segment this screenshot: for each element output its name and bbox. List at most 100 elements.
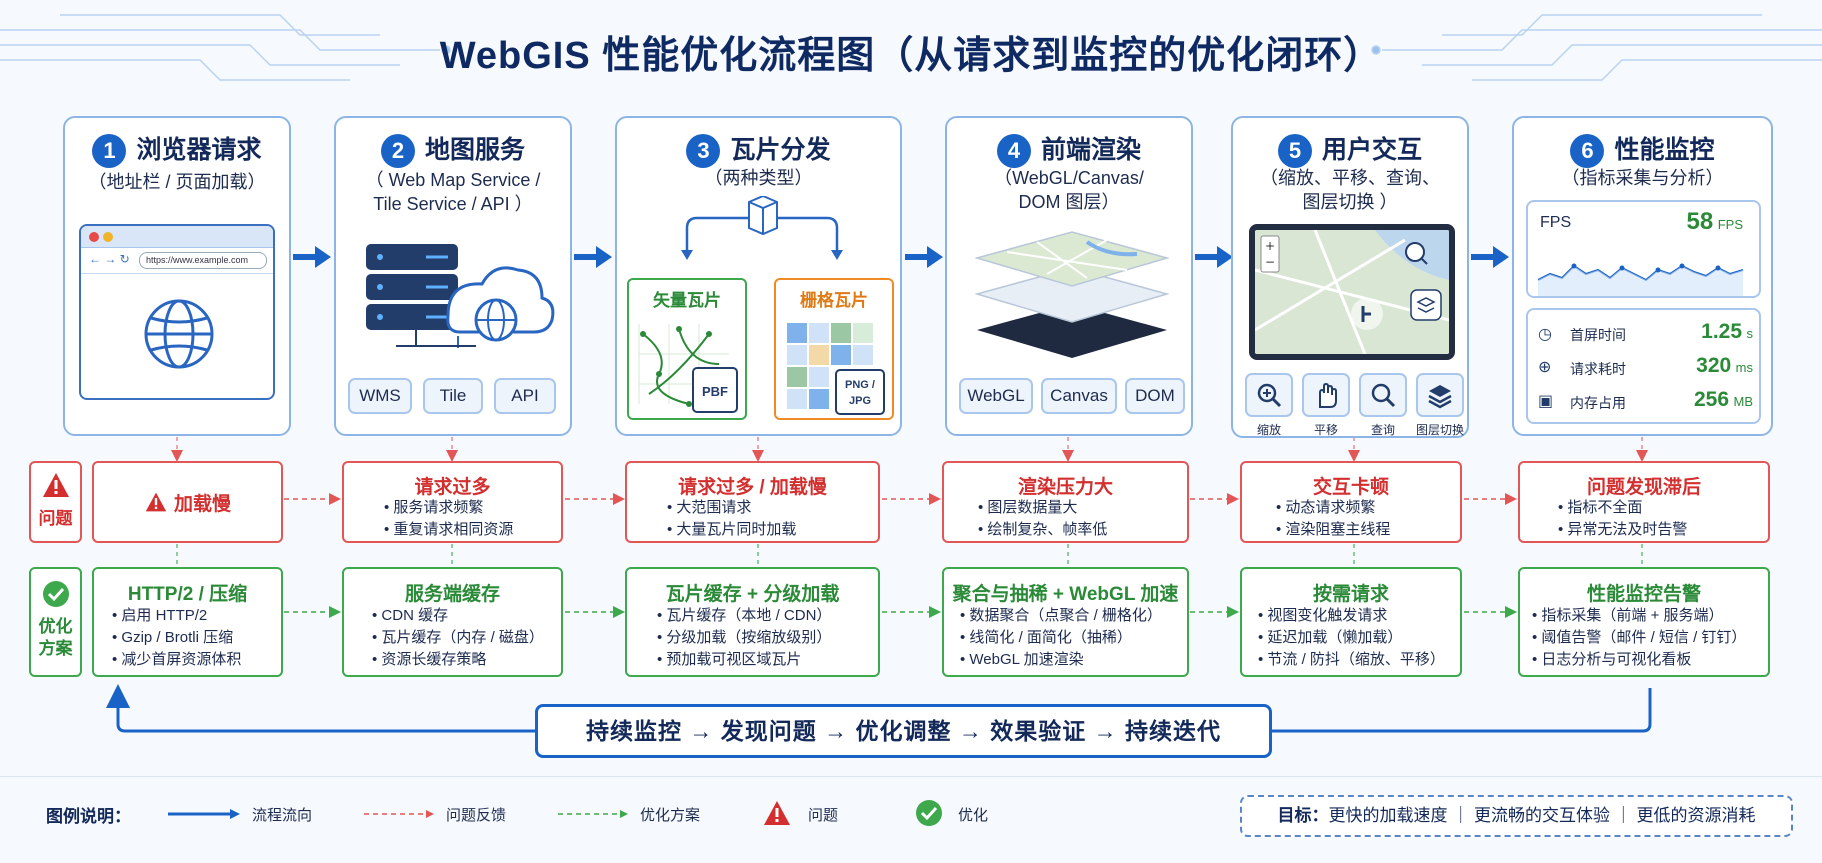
problem-box-2: 请求过多 服务请求频繁 重复请求相同资源 — [342, 461, 563, 543]
stage-subtitle: DOM 图层） — [1018, 192, 1120, 212]
solution-list: 瓦片缓存（本地 / CDN） 分级加载（按缩放级别） 预加载可视区域瓦片 — [657, 605, 831, 671]
tool-label-layers: 图层切换 — [1415, 423, 1464, 437]
problem-title: 加载慢 — [94, 489, 281, 516]
pbf-badge: PBF — [702, 384, 728, 399]
solution-list: CDN 缓存 瓦片缓存（内存 / 磁盘） 资源长缓存策略 — [372, 605, 544, 671]
vector-tile-card: 矢量瓦片 PBF — [627, 278, 747, 420]
circuit-decoration-right — [1371, 14, 1822, 81]
legend-solution-label: 优化方案 — [640, 807, 701, 824]
step-number: 2 — [380, 134, 415, 169]
split-arrow-icon — [681, 196, 843, 260]
problem-title: 渲染压力大 — [1017, 477, 1113, 498]
problem-box-6: 问题发现滞后 指标不全面 异常无法及时告警 — [1518, 461, 1770, 543]
step-number: 6 — [1570, 134, 1605, 169]
tag-tile: Tile — [423, 378, 483, 414]
address-bar: https://www.example.com — [139, 252, 267, 269]
list-item: 延迟加载（懒加载） — [1258, 627, 1445, 649]
list-item: 大量瓦片同时加载 — [667, 519, 796, 541]
legend-optimize-label: 优化 — [958, 807, 989, 824]
layers-icon — [1428, 385, 1452, 409]
stage-subtitle: （ Web Map Service / — [365, 170, 541, 190]
tool-zoom — [1245, 373, 1293, 417]
tablet-map-illustration: + − — [1249, 224, 1455, 360]
problem-box-5: 交互卡顿 动态请求频繁 渲染阻塞主线程 — [1240, 461, 1462, 543]
list-item: 绘制复杂、帧率低 — [978, 519, 1107, 541]
solution-box-5: 按需请求 视图变化触发请求 延迟加载（懒加载） 节流 / 防抖（缩放、平移） — [1240, 567, 1462, 677]
raster-tile-icon: PNG / JPG — [785, 321, 885, 415]
memory-icon: ▣ — [1538, 393, 1554, 410]
list-item: 节流 / 防抖（缩放、平移） — [1258, 649, 1445, 671]
goal-box: 目标：更快的加载速度 ｜ 更流畅的交互体验 ｜ 更低的资源消耗 — [1240, 795, 1793, 837]
legend-solution-arrow — [558, 810, 628, 818]
metrics-panel: ◷ 首屏时间 1.25 s ⊕ 请求耗时 320 ms ▣ 内存占用 256 M… — [1526, 308, 1761, 424]
solution-list: 启用 HTTP/2 Gzip / Brotli 压缩 减少首屏资源体积 — [112, 605, 241, 671]
solution-box-6: 性能监控告警 指标采集（前端 + 服务端） 阈值告警（邮件 / 短信 / 钉钉）… — [1518, 567, 1770, 677]
problem-title: 交互卡顿 — [1312, 477, 1389, 498]
metric-row: ◷ 首屏时间 1.25 s — [1538, 320, 1753, 343]
vector-tile-icon: PBF — [638, 324, 738, 413]
problem-title: 问题发现滞后 — [1586, 477, 1701, 498]
solution-title: 瓦片缓存 + 分级加载 — [665, 584, 840, 605]
solution-title: 性能监控告警 — [1586, 584, 1701, 605]
tool-query — [1359, 373, 1407, 417]
tool-label-query: 查询 — [1370, 423, 1395, 437]
problem-list: 图层数据量大 绘制复杂、帧率低 — [978, 497, 1107, 541]
legend-flow-arrow — [168, 809, 240, 819]
svg-text:−: − — [1265, 255, 1275, 269]
list-item: CDN 缓存 — [372, 605, 544, 627]
legend-feedback-label: 问题反馈 — [446, 807, 507, 824]
legend-feedback-arrow — [364, 810, 434, 818]
list-item: 服务请求频繁 — [384, 497, 513, 519]
back-forward-icon: ← → ↻ — [89, 252, 130, 266]
problem-list: 动态请求频繁 渲染阻塞主线程 — [1276, 497, 1390, 541]
list-item: 指标不全面 — [1558, 497, 1687, 519]
legend-problem-label: 问题 — [808, 807, 839, 824]
row-label-solution: 优化方案 — [29, 567, 82, 677]
list-item: Gzip / Brotli 压缩 — [112, 627, 241, 649]
warning-icon — [145, 492, 167, 512]
solution-box-1: HTTP/2 / 压缩 启用 HTTP/2 Gzip / Brotli 压缩 减… — [92, 567, 283, 677]
problem-box-1: 加载慢 — [92, 461, 283, 543]
step-number: 5 — [1277, 134, 1312, 169]
problem-list: 服务请求频繁 重复请求相同资源 — [384, 497, 513, 541]
list-item: 日志分析与可视化看板 — [1532, 649, 1746, 671]
list-item: 阈值告警（邮件 / 短信 / 钉钉） — [1532, 627, 1746, 649]
legend-title: 图例说明： — [46, 807, 131, 826]
tag-dom: DOM — [1125, 378, 1185, 414]
list-item: 动态请求频繁 — [1276, 497, 1390, 519]
problem-list: 大范围请求 大量瓦片同时加载 — [667, 497, 796, 541]
solution-box-2: 服务端缓存 CDN 缓存 瓦片缓存（内存 / 磁盘） 资源长缓存策略 — [342, 567, 563, 677]
stage-subtitle: （缩放、平移、查询、 — [1260, 168, 1440, 188]
optimization-loop: 持续监控 → 发现问题 → 优化调整 → 效果验证 → 持续迭代 — [535, 704, 1272, 758]
list-item: 数据聚合（点聚合 / 栅格化） — [960, 605, 1162, 627]
problem-list: 指标不全面 异常无法及时告警 — [1558, 497, 1687, 541]
flow-arrow — [1195, 246, 1233, 268]
metric-row: ⊕ 请求耗时 320 ms — [1538, 354, 1753, 377]
list-item: 预加载可视区域瓦片 — [657, 649, 831, 671]
fps-value: 58 — [1686, 208, 1714, 235]
list-item: 异常无法及时告警 — [1558, 519, 1687, 541]
search-icon — [1371, 383, 1396, 408]
solution-box-3: 瓦片缓存 + 分级加载 瓦片缓存（本地 / CDN） 分级加载（按缩放级别） 预… — [625, 567, 880, 677]
flow-arrow — [1471, 246, 1509, 268]
tool-layers — [1416, 373, 1464, 417]
solution-list: 数据聚合（点聚合 / 栅格化） 线简化 / 面简化（抽稀） WebGL 加速渲染 — [960, 605, 1162, 671]
stage-subtitle: （WebGL/Canvas/ — [994, 168, 1144, 188]
timer-icon: ⊕ — [1538, 359, 1552, 376]
solution-title: HTTP/2 / 压缩 — [127, 584, 248, 605]
list-item: 大范围请求 — [667, 497, 796, 519]
step-number: 3 — [686, 134, 721, 169]
browser-window-illustration: ← → ↻ https://www.example.com — [79, 224, 275, 400]
solution-list: 视图变化触发请求 延迟加载（懒加载） 节流 / 防抖（缩放、平移） — [1258, 605, 1445, 671]
check-circle-icon — [916, 800, 942, 826]
solution-title: 服务端缓存 — [404, 584, 500, 605]
flow-arrow — [293, 246, 331, 268]
